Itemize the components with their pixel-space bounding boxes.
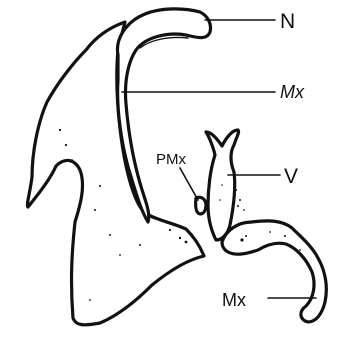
label-maxilla-upper: Mx bbox=[280, 82, 305, 102]
label-premaxilla: PMx bbox=[156, 151, 187, 168]
label-maxilla-lower: Mx bbox=[222, 290, 246, 310]
label-nasal: N bbox=[280, 10, 295, 33]
left-maxilla-shape bbox=[27, 22, 204, 325]
leader-premaxilla bbox=[180, 168, 198, 200]
label-vomer: V bbox=[284, 165, 298, 188]
